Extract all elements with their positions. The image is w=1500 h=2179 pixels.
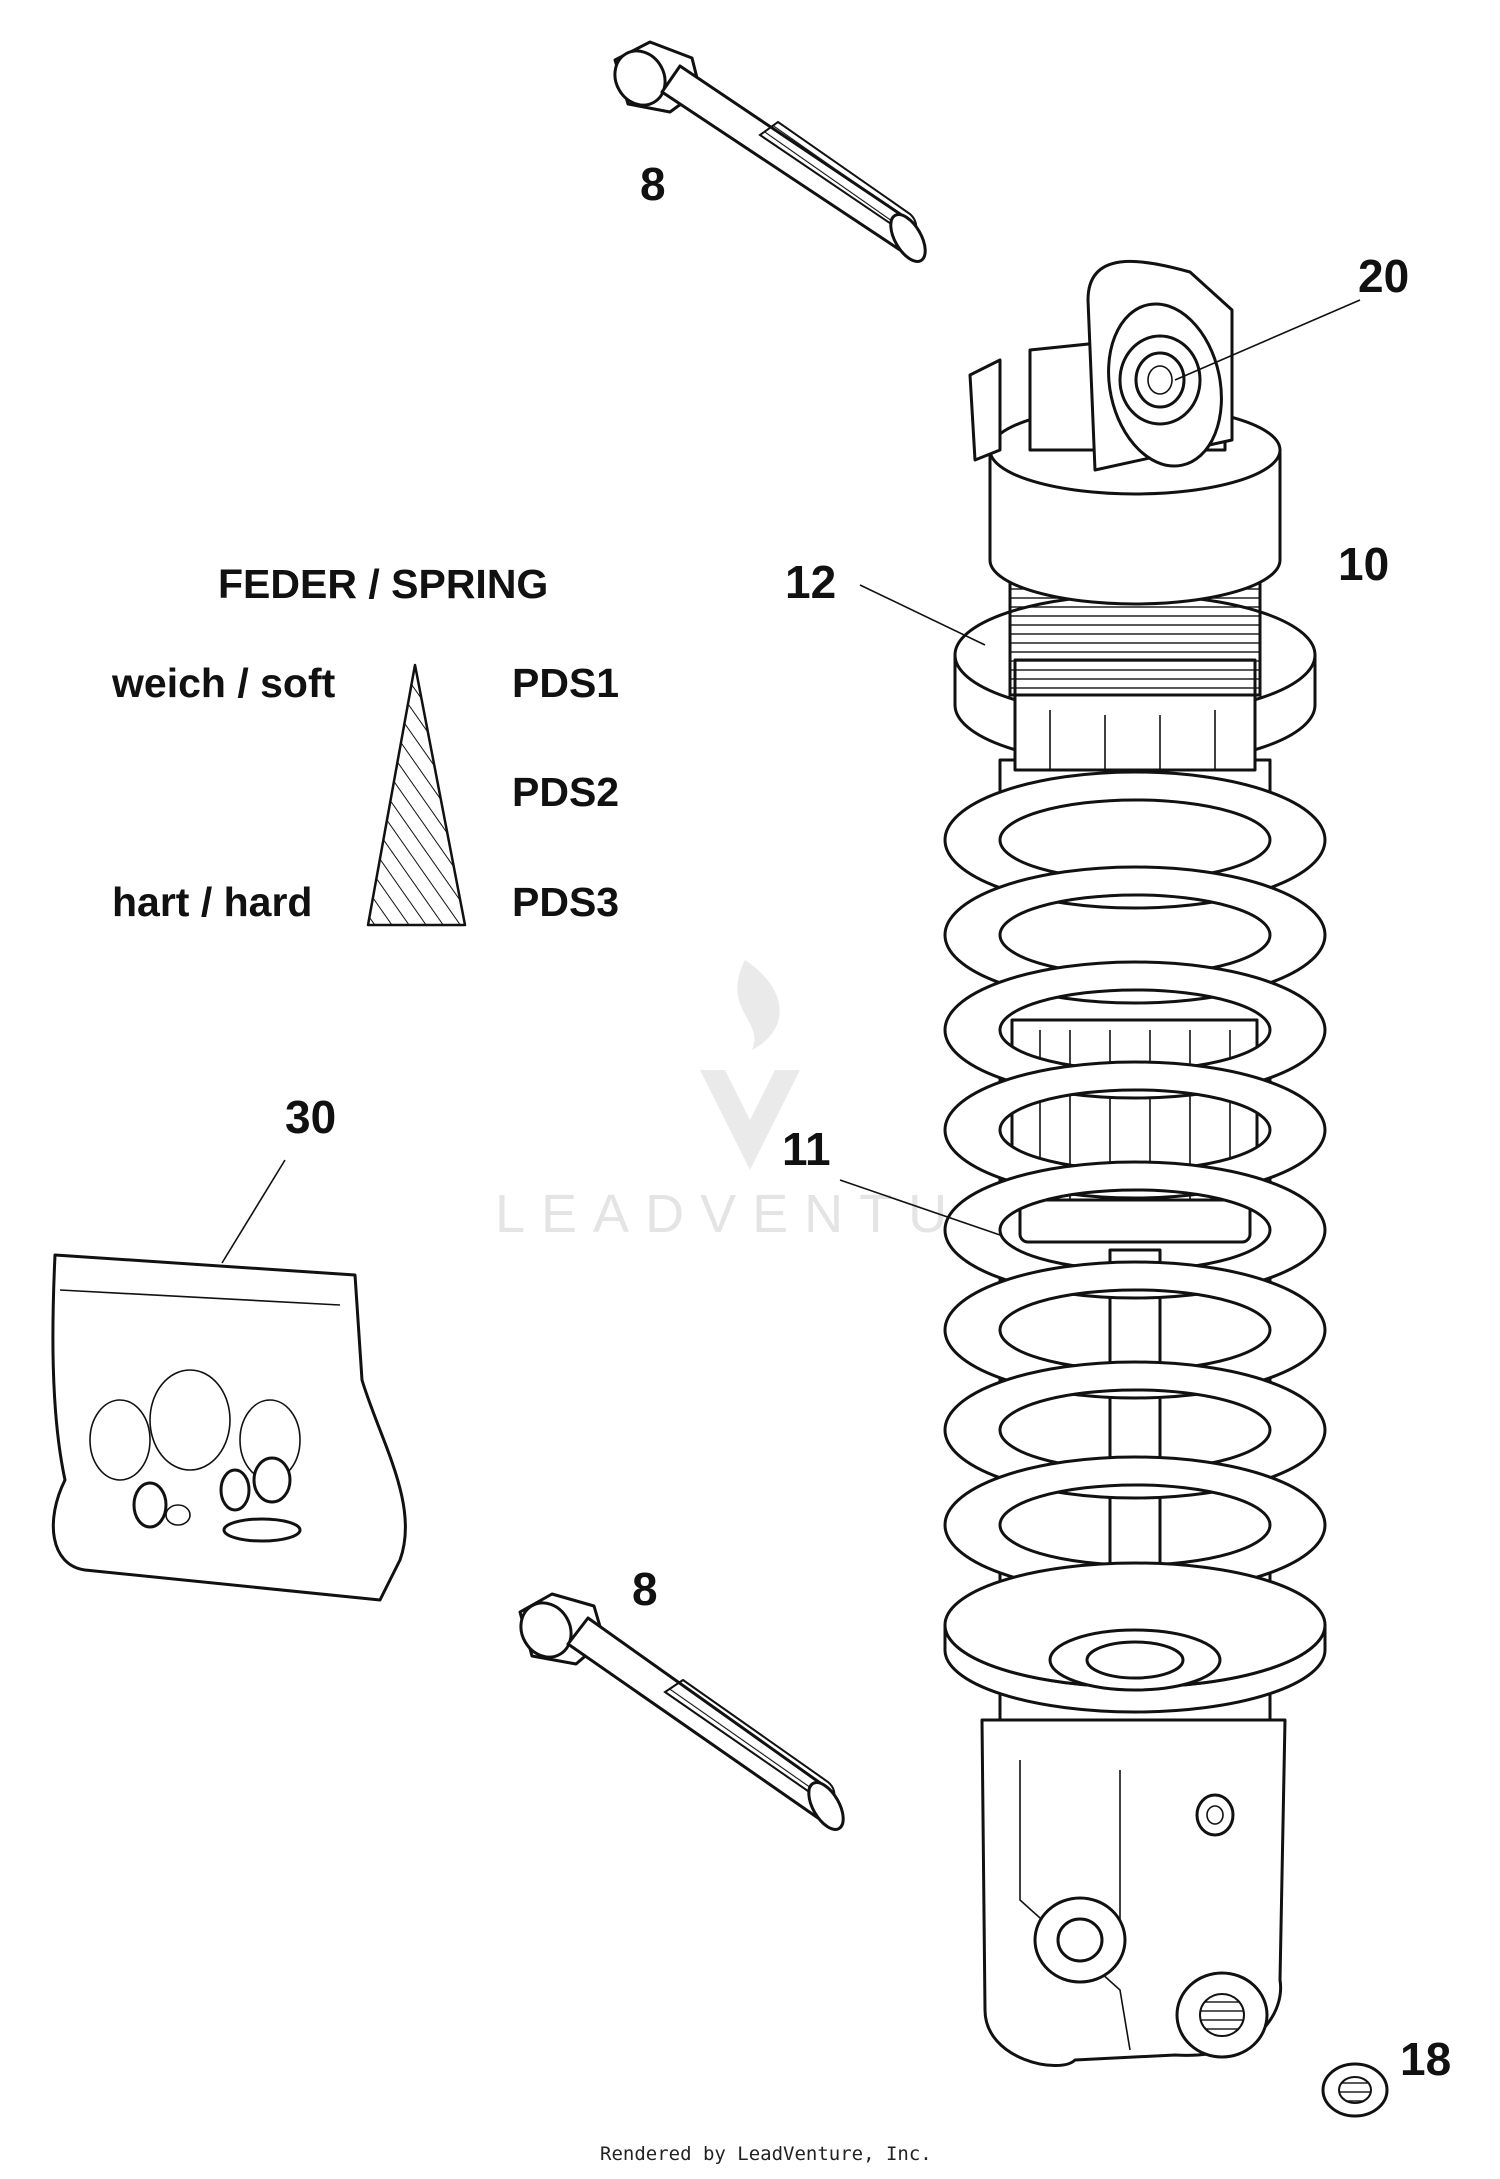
callout-bearing: 20 — [1358, 250, 1409, 302]
bushing — [1321, 2062, 1389, 2118]
seal-rings — [89, 1369, 302, 1543]
seal-kit-bag — [51, 1253, 407, 1602]
legend-grade-pds3: PDS3 — [512, 879, 619, 925]
flame-logo-icon — [700, 960, 800, 1170]
bolt-top — [613, 40, 927, 263]
upper-bearing — [1118, 334, 1202, 426]
footer-credit: Rendered by LeadVenture, Inc. — [600, 2143, 932, 2165]
shock-head — [968, 259, 1282, 606]
callout-spring: 11 — [782, 1123, 831, 1175]
legend-title: FEDER / SPRING — [218, 561, 548, 607]
legend-grade-pds2: PDS2 — [512, 769, 619, 815]
legend-hard-label: hart / hard — [112, 879, 312, 925]
callout-bushing: 18 — [1400, 2033, 1451, 2085]
spring — [943, 770, 1327, 1595]
legend-grade-pds1: PDS1 — [512, 660, 619, 706]
callout-bolt-top: 8 — [640, 158, 666, 210]
lower-spring-seat — [943, 1561, 1327, 1714]
leader-lines — [221, 299, 1361, 1264]
spring-rate-wedge-icon — [366, 663, 467, 927]
shock-absorber — [943, 259, 1327, 2068]
lower-clevis — [980, 1718, 1287, 2068]
legend-soft-label: weich / soft — [111, 660, 336, 706]
bolt-bottom — [518, 1592, 845, 1831]
callout-preload-ring: 12 — [785, 556, 836, 608]
callout-bolt-bottom: 8 — [632, 1563, 658, 1615]
callout-shock: 10 — [1338, 538, 1389, 590]
callout-seal-kit: 30 — [285, 1091, 336, 1143]
spring-legend: FEDER / SPRING weich / soft hart / hard … — [111, 561, 619, 927]
